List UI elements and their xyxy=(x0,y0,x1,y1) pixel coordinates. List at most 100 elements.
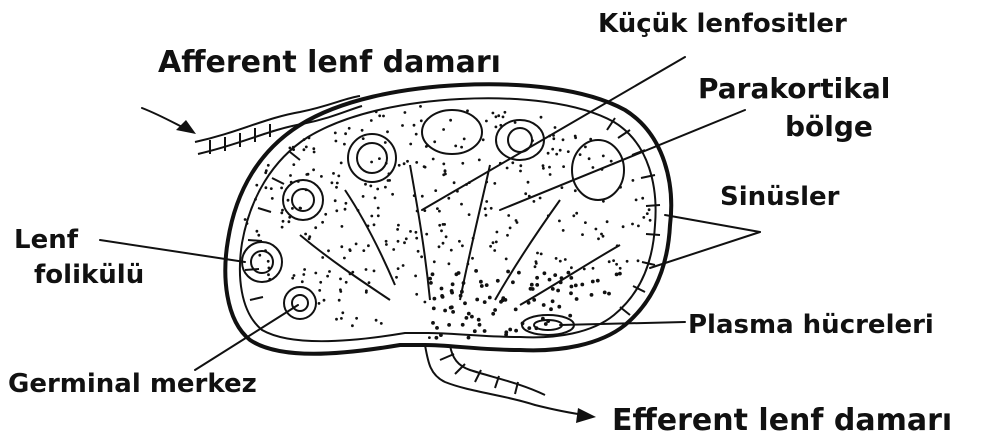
lymphocyte-dot xyxy=(435,336,439,340)
lymphocyte-dot xyxy=(270,187,273,190)
lymphocyte-dot xyxy=(289,174,292,177)
lymphocyte-dot xyxy=(431,272,435,276)
lymphocyte-dot xyxy=(436,207,439,210)
lymphocyte-dot xyxy=(519,170,522,173)
lymphocyte-dot xyxy=(460,203,463,206)
lymphocyte-dot xyxy=(637,225,640,228)
lymphocyte-dot xyxy=(421,195,424,198)
lymphocyte-dot xyxy=(447,197,450,200)
lymphocyte-dot xyxy=(535,260,538,263)
lymphocyte-dot xyxy=(431,321,435,325)
label-lenf: Lenf xyxy=(14,225,79,255)
lymphocyte-dot xyxy=(631,223,634,226)
lymphocyte-dot xyxy=(597,237,600,240)
lymphocyte-dot xyxy=(460,290,464,294)
lymphocyte-dot xyxy=(584,221,587,224)
lymphocyte-dot xyxy=(556,289,560,293)
efferent-arrow xyxy=(535,405,596,423)
lymphocyte-dot xyxy=(457,271,461,275)
lymphocyte-dot xyxy=(442,223,445,226)
lymphocyte-dot xyxy=(470,315,474,319)
lymphocyte-dot xyxy=(246,222,249,225)
lymphocyte-dot xyxy=(404,111,407,114)
lymphocyte-dot xyxy=(551,148,554,151)
lymphocyte-dot xyxy=(490,207,493,210)
lymphocyte-dot xyxy=(649,219,652,222)
lymphocyte-dot xyxy=(397,267,400,270)
lymphocyte-dot xyxy=(267,164,270,167)
lymphocyte-dot xyxy=(403,162,406,165)
lymphocyte-dot xyxy=(589,138,592,141)
lymphocyte-dot xyxy=(626,260,629,263)
lymphocyte-dot xyxy=(478,159,481,162)
lymphocyte-dot xyxy=(397,240,400,243)
lymphocyte-dot xyxy=(580,283,584,287)
lymphocyte-dot xyxy=(559,149,562,152)
lymphocyte-dot xyxy=(637,259,640,262)
lymphocyte-dot xyxy=(370,161,373,164)
lymphocyte-dot xyxy=(543,271,547,275)
lymphocyte-dot xyxy=(632,179,635,182)
lymphocyte-dot xyxy=(341,225,344,228)
lymphocyte-dot xyxy=(349,273,352,276)
lymphocyte-dot xyxy=(415,293,418,296)
lymphocyte-dot xyxy=(595,228,598,231)
lymphocyte-dot xyxy=(463,301,467,305)
trabeculae xyxy=(300,165,620,305)
lymphocyte-dot xyxy=(244,218,247,221)
lymphocyte-dot xyxy=(542,164,545,167)
lymphocyte-dot xyxy=(293,274,296,277)
lymphocyte-dot xyxy=(373,223,376,226)
lymphocyte-dot xyxy=(327,249,330,252)
efferent-vessel xyxy=(425,345,545,405)
lymphocyte-dot xyxy=(444,170,447,173)
lymphocyte-dot xyxy=(592,267,595,270)
lymphocyte-dot xyxy=(496,279,500,283)
lymphocyte-dot xyxy=(303,268,306,271)
lymphocyte-dot xyxy=(516,221,519,224)
lymphocyte-dot xyxy=(351,324,354,327)
lymphocyte-dot xyxy=(370,215,373,218)
lymphocyte-dot xyxy=(432,307,436,311)
lymphocyte-dot xyxy=(504,111,507,114)
lymphocyte-dot xyxy=(420,119,423,122)
lymphocyte-dot xyxy=(423,165,426,168)
lymphocyte-dot xyxy=(357,209,360,212)
lymphocyte-dot xyxy=(504,330,508,334)
lymphocyte-dot xyxy=(292,163,295,166)
lymphocyte-dot xyxy=(554,126,557,129)
lymphocyte-dot xyxy=(282,220,285,223)
lymphocyte-dot xyxy=(417,250,420,253)
lymphocyte-dot xyxy=(646,212,649,215)
lymphocyte-dot xyxy=(495,126,498,129)
lymphocyte-dot xyxy=(335,318,338,321)
lymphocyte-dot xyxy=(335,209,338,212)
lymphocyte-dot xyxy=(291,207,294,210)
lymphocyte-dot xyxy=(488,296,492,300)
lymphocyte-dot xyxy=(536,252,539,255)
lymphocyte-dot xyxy=(610,160,613,163)
lymphocyte-dot xyxy=(313,151,316,154)
lymphocyte-dot xyxy=(492,241,495,244)
lymphocyte-dot xyxy=(386,130,389,133)
lymphocyte-dot xyxy=(303,138,306,141)
lymphocyte-dot xyxy=(591,280,595,284)
lymphocyte-dot xyxy=(534,265,537,268)
lymphocyte-dot xyxy=(551,287,555,291)
lymphocyte-dot xyxy=(493,308,497,312)
lymphocyte-dot xyxy=(581,233,584,236)
lymphocyte-dot xyxy=(334,132,337,135)
lymphocyte-dot xyxy=(607,292,611,296)
lymphocyte-dot xyxy=(542,167,545,170)
lymphocyte-dot xyxy=(555,153,558,156)
lymphocyte-dot xyxy=(401,124,404,127)
lymphocyte-dot xyxy=(324,213,327,216)
lymphocyte-dot xyxy=(641,197,644,200)
lymphocyte-dot xyxy=(369,185,372,188)
lymphocyte-dot xyxy=(428,277,432,281)
lymphocyte-dot xyxy=(258,254,261,257)
lymphocyte-dot xyxy=(318,289,321,292)
lymphocyte-dot xyxy=(467,336,471,340)
lymphocyte-dot xyxy=(461,162,464,165)
lymphocyte-dot xyxy=(559,260,562,263)
